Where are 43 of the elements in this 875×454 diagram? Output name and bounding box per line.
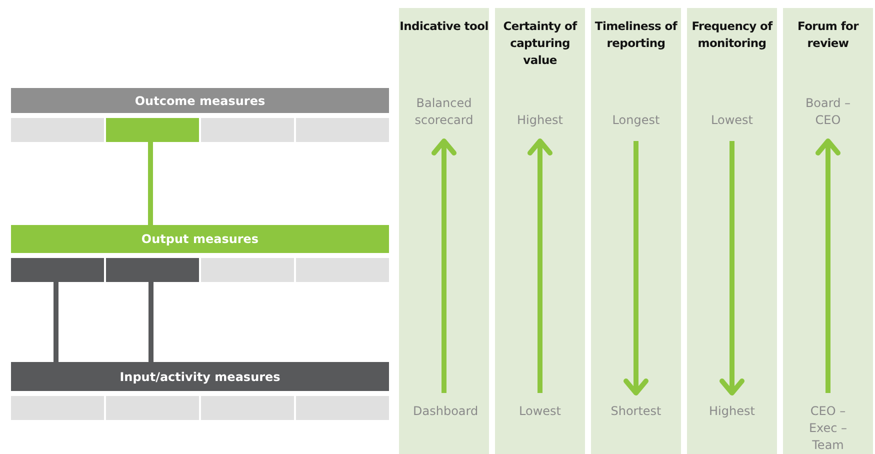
- column-panel: [591, 8, 681, 454]
- arrow: [624, 141, 648, 396]
- column-heading: Frequency of monitoring: [690, 18, 774, 52]
- measure-cell: [296, 258, 389, 282]
- scale-end-label: Lowest: [711, 112, 753, 129]
- measure-cell: [296, 118, 389, 142]
- measure-cell: [106, 258, 199, 282]
- measure-cell: [201, 118, 294, 142]
- scale-end-label: Longest: [612, 112, 660, 129]
- column-panel: [687, 8, 777, 454]
- measure-cell: [106, 118, 199, 142]
- scale-end-label: Highest: [709, 403, 755, 420]
- measure-cell: [106, 396, 199, 420]
- column-heading: Certainty of capturing value: [502, 18, 578, 69]
- measure-cell: [201, 396, 294, 420]
- connector-line: [148, 282, 154, 362]
- scale-end-label: Shortest: [610, 403, 662, 420]
- scale-end-label: CEO – Exec – Team: [808, 403, 848, 454]
- arrow: [432, 138, 456, 393]
- column-heading: Indicative tool: [399, 18, 489, 35]
- measure-cell: [296, 396, 389, 420]
- scale-end-label: Dashboard: [413, 403, 475, 420]
- column-heading: Forum for review: [796, 18, 860, 52]
- measure-cell: [11, 258, 104, 282]
- measure-cell: [11, 396, 104, 420]
- arrow: [720, 141, 744, 396]
- measure-cell: [11, 118, 104, 142]
- column-panel: [399, 8, 489, 454]
- arrow: [816, 138, 840, 393]
- connector-line: [148, 142, 153, 225]
- arrow: [528, 138, 552, 393]
- column-panel: [783, 8, 873, 454]
- level-bar: Output measures: [11, 225, 389, 253]
- level-bar: Input/activity measures: [11, 362, 389, 391]
- scale-end-label: Board – CEO: [804, 95, 852, 129]
- scale-end-label: Balanced scorecard: [414, 95, 474, 129]
- scale-end-label: Highest: [517, 112, 563, 129]
- connector-line: [54, 282, 58, 362]
- scale-end-label: Lowest: [519, 403, 561, 420]
- column-heading: Timeliness of reporting: [594, 18, 678, 52]
- level-bar: Outcome measures: [11, 88, 389, 113]
- column-panel: [495, 8, 585, 454]
- measure-cell: [201, 258, 294, 282]
